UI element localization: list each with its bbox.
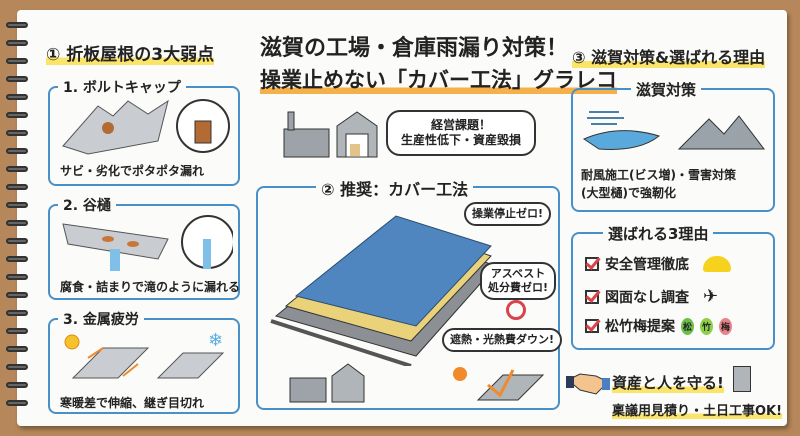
- heat-shield-bubble: 遮熱・光熱費ダウン!: [442, 328, 563, 352]
- plum-badge: 梅: [719, 317, 733, 335]
- bubble-text: 生産性低下・資産毀損: [400, 133, 521, 147]
- weakness-caption: 寒暖差で伸縮、継ぎ目切れ: [60, 396, 205, 410]
- reason-item: 安全管理徹底: [585, 254, 731, 274]
- bubble-text: アスベスト: [490, 267, 546, 280]
- clogged-gutter-illustration: [62, 215, 233, 271]
- hard-hat-icon: [703, 256, 731, 272]
- weakness-label: 1. ボルトキャップ: [58, 77, 186, 97]
- shiga-text: 耐風施工(ビス増)・雪害対策: [581, 168, 736, 182]
- section2-title: ② 推奨：カバー工法: [316, 176, 474, 200]
- bubble-text: 処分費ゼロ!: [488, 280, 549, 294]
- thermal-expansion-illustration: ❄: [64, 330, 225, 379]
- reasons-box: 選ばれる3理由 安全管理徹底 図面なし調査 ✈ 松竹梅提案 松竹梅: [571, 223, 775, 350]
- page-title-line1: 滋賀の工場・倉庫雨漏り対策！: [260, 36, 569, 61]
- shiga-label: 滋賀対策: [631, 79, 702, 100]
- weakness-label: 2. 谷樋: [58, 195, 116, 215]
- weakness-bolt-cap: 1. ボルトキャップ サビ・劣化でポタポタ漏れ: [48, 77, 240, 186]
- sun-reflect-icon: [453, 367, 545, 401]
- shiga-text: (大型樋)で強靭化: [581, 186, 676, 200]
- drone-icon: ✈: [703, 286, 719, 307]
- asbestos-bubble: アスベスト処分費ゼロ!: [480, 262, 557, 300]
- wind-lake-snow-mountain-illustration: [582, 111, 766, 150]
- reason-text: 図面なし調査: [605, 289, 689, 306]
- page-title-line2: 操業止めない「カバー工法」グラレコ: [260, 64, 617, 94]
- reason-item: 松竹梅提案 松竹梅: [585, 316, 733, 336]
- weakness-caption: 腐食・詰まりで滝のように漏れる: [60, 280, 241, 294]
- reason-text: 松竹梅提案: [605, 319, 675, 335]
- weakness-caption: サビ・劣化でポタポタ漏れ: [60, 164, 205, 178]
- weakness-valley-gutter: 2. 谷樋 腐食・詰まりで滝のように漏れる: [48, 195, 241, 300]
- bubble-text: 経営課題！: [430, 118, 491, 132]
- reason-item: 図面なし調査 ✈: [585, 286, 718, 307]
- management-issue-bubble: 経営課題！ 生産性低下・資産毀損: [386, 110, 536, 156]
- factory-icon: [289, 363, 365, 403]
- zero-downtime-bubble: 操業停止ゼロ!: [464, 202, 552, 226]
- weakness-metal-fatigue: 3. 金属疲労 ❄ 寒暖差で伸縮、継ぎ目切れ: [48, 309, 240, 414]
- section1-title: ① 折板屋根の3大弱点: [46, 40, 215, 65]
- footer-slogan: 資産と人を守る!: [612, 372, 724, 393]
- bamboo-badge: 竹: [700, 317, 714, 335]
- reasons-label: 選ばれる3理由: [603, 223, 714, 244]
- shiga-measures-box: 滋賀対策 耐風施工(ビス増)・雪害対策 (大型樋)で強靭化: [571, 79, 775, 212]
- pine-badge: 松: [681, 317, 695, 335]
- svg-text:❄: ❄: [208, 330, 223, 351]
- section3-title: ③ 滋賀対策&選ばれる理由: [572, 44, 766, 68]
- no-asbestos-icon: [506, 300, 526, 320]
- checkbox-icon: [585, 319, 599, 333]
- factory-warehouse-icon: [283, 111, 378, 158]
- weakness-label: 3. 金属疲労: [58, 309, 144, 329]
- rusty-bolt-roof-illustration: [62, 99, 230, 155]
- cover-roof-illustration: [270, 215, 496, 366]
- cover-method-panel: ② 推奨：カバー工法 操業停止ゼロ! アスベスト処分費ゼロ! 遮熱・光熱費ダウン…: [256, 176, 563, 410]
- building-icon: [733, 366, 751, 392]
- handshake-icon: [566, 373, 610, 395]
- checkbox-icon: [585, 257, 599, 271]
- footer-note: 稟議用見積り・土日工事OK!: [612, 400, 783, 419]
- reason-text: 安全管理徹底: [605, 257, 689, 273]
- checkbox-icon: [585, 289, 599, 304]
